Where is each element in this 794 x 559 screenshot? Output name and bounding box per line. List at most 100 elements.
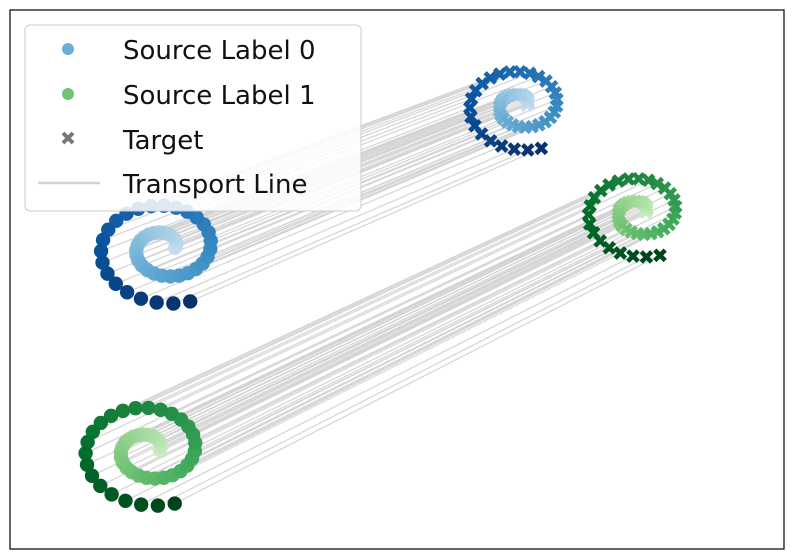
target-point (522, 66, 537, 81)
source-point (119, 285, 135, 300)
transport-line (157, 256, 647, 507)
transport-line (160, 210, 647, 449)
source-point (93, 243, 109, 259)
source-point (100, 266, 115, 281)
target-point (639, 250, 654, 264)
transport-line (122, 221, 620, 464)
transport-line (186, 223, 670, 467)
target-point (611, 174, 626, 188)
target-point (641, 173, 656, 188)
transport-line (87, 205, 591, 443)
source-point (150, 498, 166, 513)
source-point (167, 496, 182, 511)
transport-line (135, 178, 629, 409)
target-point (494, 139, 509, 153)
transport-line (86, 223, 590, 466)
legend-box (24, 24, 362, 212)
transport-line (156, 148, 515, 304)
transport-line (160, 208, 648, 447)
legend-label-target: Target (122, 126, 203, 156)
target-point (503, 65, 517, 79)
target-point (513, 64, 527, 79)
source-point (166, 296, 181, 311)
source-point (79, 457, 95, 472)
source-point (93, 478, 108, 494)
source-point (149, 295, 164, 310)
transport-line (191, 218, 674, 460)
plot-frame (9, 9, 785, 550)
target-point (621, 172, 636, 186)
target-point (534, 141, 549, 156)
transport-line (194, 212, 676, 452)
target-point (464, 92, 479, 106)
transport-line (140, 255, 634, 506)
transport-line (125, 252, 621, 502)
target-point (631, 171, 646, 186)
source-point (164, 406, 179, 422)
transport-line (138, 231, 632, 477)
target-point (583, 199, 598, 213)
target-point (626, 249, 640, 263)
transport-line (159, 211, 646, 451)
target-point (464, 110, 478, 124)
target-point (653, 248, 667, 263)
target-point (613, 246, 628, 260)
transport-line (100, 189, 602, 424)
transport-line (174, 254, 661, 505)
transport-line (155, 203, 645, 439)
transport-line (148, 178, 640, 409)
legend-label-source-label-1: Source Label 1 (123, 81, 316, 111)
legend-marker-source-label-1 (62, 88, 74, 100)
source-point (133, 291, 149, 306)
transport-line (131, 228, 627, 473)
transport-line (207, 111, 555, 258)
transport-line (91, 232, 594, 477)
transport-line (171, 182, 658, 415)
target-point (582, 217, 597, 231)
target-point (507, 142, 522, 156)
transport-line (189, 147, 542, 303)
legend-marker-source-label-0 (62, 43, 74, 55)
source-point (104, 487, 119, 502)
source-point (118, 493, 133, 508)
source-point (133, 497, 149, 512)
source-point (80, 434, 95, 450)
legend: Source Label 0 Source Label 1 Target Tra… (24, 24, 362, 212)
source-point (95, 255, 110, 270)
target-point (587, 190, 602, 205)
source-point (95, 232, 111, 248)
transport-line (110, 184, 610, 417)
legend-marker-target (61, 131, 75, 145)
source-point (78, 446, 93, 461)
target-point (468, 83, 483, 98)
source-point (108, 276, 123, 291)
transport-line (124, 206, 622, 444)
target-point (602, 241, 617, 255)
transport-line (92, 197, 595, 433)
target-point (492, 67, 507, 81)
source-point (153, 402, 168, 418)
transport-line (180, 228, 665, 472)
transport-line (120, 217, 619, 458)
transport-line (128, 203, 625, 440)
target-point (483, 134, 498, 148)
source-point (103, 408, 119, 424)
transport-line (173, 149, 528, 305)
scatter-points (78, 64, 683, 513)
transport-line (160, 179, 649, 411)
source-point (141, 400, 156, 416)
transport-line (120, 213, 619, 453)
transport-line (192, 199, 675, 436)
legend-label-source-label-0: Source Label 0 (123, 36, 316, 66)
source-point (84, 468, 100, 483)
target-point (531, 69, 546, 84)
target-point (520, 143, 535, 157)
source-point (128, 401, 143, 416)
target-point (650, 176, 665, 191)
legend-label-transport-line: Transport Line (122, 170, 307, 200)
source-point (115, 403, 131, 419)
transport-line (154, 233, 645, 480)
transport-line (100, 240, 601, 487)
source-point (183, 294, 198, 309)
